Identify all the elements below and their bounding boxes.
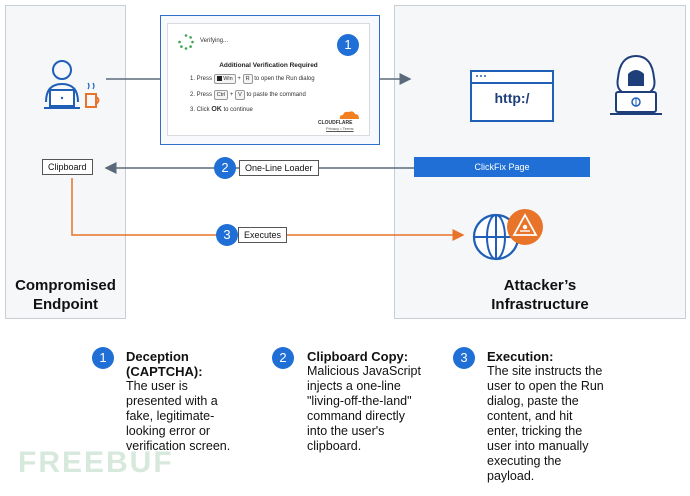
step-3-body-line2: user to open the Run	[487, 379, 604, 393]
step-deception: Deception (CAPTCHA): The user is present…	[126, 349, 261, 454]
step-badge-1: 1	[92, 347, 114, 369]
user-laptop-icon	[44, 60, 100, 109]
cloudflare-cloud-icon	[339, 111, 359, 119]
one-line-loader-label: One-Line Loader	[239, 160, 319, 176]
verifying-text: Verifying...	[200, 38, 229, 44]
step-badge-2: 2	[272, 347, 294, 369]
step-1-body-line1: The user is	[126, 379, 188, 393]
plus-sign: +	[229, 92, 234, 98]
cloudflare-links: Privacy • Terms	[326, 126, 354, 131]
infrastructure-title: Attacker’s Infrastructure	[395, 276, 685, 314]
step-execution: Execution: The site instructs the user t…	[487, 349, 637, 484]
badge-2: 2	[214, 157, 236, 179]
step1-suffix: to open the Run dialog	[254, 76, 315, 82]
step-1-body-line3: fake, legitimate-	[126, 409, 215, 423]
step-3-head-line1: Execution:	[487, 349, 554, 364]
clipboard-label: Clipboard	[42, 159, 93, 175]
endpoint-title-line1: Compromised	[15, 277, 116, 294]
cloudflare-brand: CLOUDFLARE	[318, 120, 353, 126]
step3-suffix: to continue	[223, 107, 253, 113]
step-3-body-line6: user into manually	[487, 439, 589, 453]
endpoint-title: Compromised Endpoint	[6, 276, 125, 314]
v-key: V	[235, 90, 245, 100]
step-2-body-line5: into the user's	[307, 424, 385, 438]
step-2-head-line1: Clipboard Copy:	[307, 349, 409, 364]
captcha-step-2: 2. Press Ctrl + V to paste the command	[190, 90, 306, 100]
freebuf-watermark: FREEBUF	[18, 446, 174, 479]
step-clipboard-copy: Clipboard Copy: Malicious JavaScript inj…	[307, 349, 447, 454]
step2-prefix: 2. Press	[190, 92, 213, 98]
step-2-body-line4: command directly	[307, 409, 405, 423]
infrastructure-title-line1: Attacker’s	[503, 277, 577, 294]
step-1-body-line5: verification screen.	[126, 439, 231, 453]
step-2-body-line6: clipboard.	[307, 439, 362, 453]
step-3-body-line5: enter, tricking the	[487, 424, 583, 438]
ctrl-key: Ctrl	[213, 90, 229, 100]
plus-sign: +	[237, 76, 241, 82]
fake-captcha-card: Verifying... Additional Verification Req…	[167, 23, 370, 136]
step-1-head-line1: Deception	[126, 349, 189, 364]
globe-hazard-icon	[472, 209, 543, 261]
captcha-title: Additional Verification Required	[219, 62, 318, 69]
step2-suffix: to paste the command	[246, 92, 306, 98]
browser-titlebar	[472, 72, 552, 84]
hacker-icon	[610, 54, 662, 115]
step-3-body-line4: content, and hit	[487, 409, 573, 423]
step-3-body-line8: payload.	[487, 469, 535, 483]
step-2-body-line3: "living-off-the-land"	[307, 394, 412, 408]
step-2-body-line1: Malicious JavaScript	[307, 364, 421, 378]
infrastructure-title-line2: Infrastructure	[491, 296, 589, 313]
win-key-label: Win	[223, 76, 233, 82]
step-badge-3: 3	[453, 347, 475, 369]
browser-http-text: http:/	[494, 90, 530, 106]
step1-prefix: 1. Press	[190, 76, 213, 82]
step-3-body-line1: The site instructs the	[487, 364, 603, 378]
endpoint-title-line2: Endpoint	[33, 296, 98, 313]
captcha-step-1: 1. Press Win + R to open the Run dialog	[190, 74, 315, 84]
step3-prefix: 3. Click	[190, 107, 210, 113]
step-1-body-line2: presented with a	[126, 394, 218, 408]
step-1-head-line2: (CAPTCHA):	[126, 364, 203, 379]
ok-text: OK	[211, 106, 222, 113]
clickfix-page-label: ClickFix Page	[414, 157, 590, 177]
executes-arrow	[71, 178, 465, 241]
browser-window-icon: http:/	[470, 70, 554, 122]
r-key: R	[242, 74, 253, 84]
step-3-body-line3: dialog, paste the	[487, 394, 579, 408]
badge-3: 3	[216, 224, 238, 246]
step-3-body-line7: executing the	[487, 454, 562, 468]
step-2-body-line2: injects a one-line	[307, 379, 401, 393]
step-1-body-line4: looking error or	[126, 424, 211, 438]
win-key: Win	[213, 74, 236, 84]
badge-1: 1	[337, 34, 359, 56]
captcha-step-3: 3. Click OK to continue	[190, 106, 253, 113]
spinner-icon	[178, 34, 194, 50]
executes-label: Executes	[238, 227, 288, 243]
